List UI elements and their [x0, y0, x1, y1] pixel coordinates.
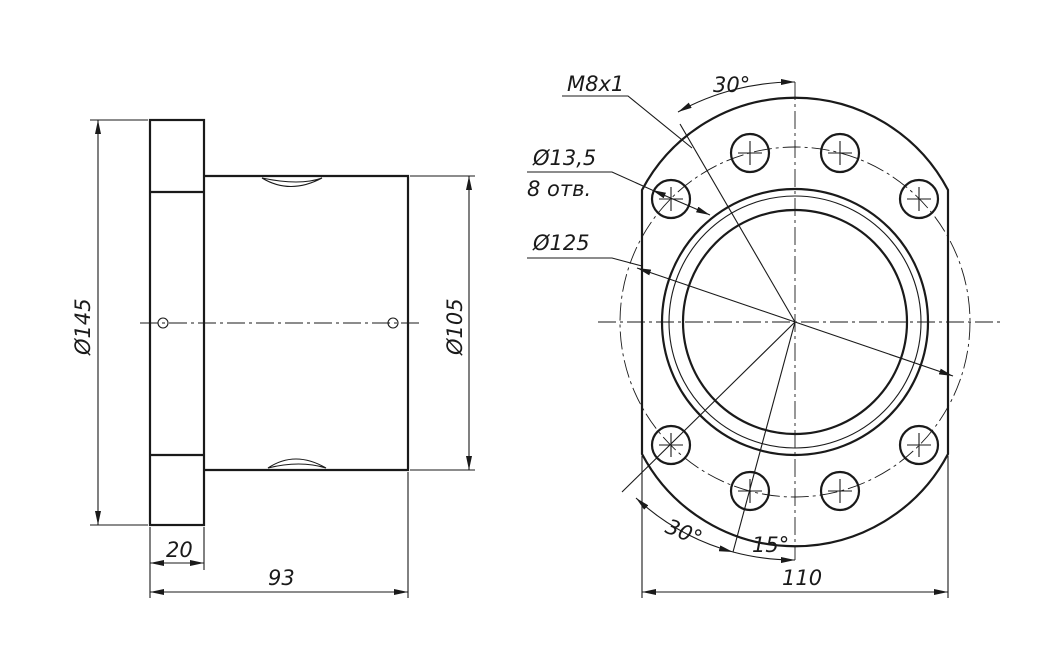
angle-arc-offset	[732, 551, 796, 564]
bolt-hole	[650, 424, 692, 466]
angle-arc-bottom	[635, 497, 734, 553]
angle-ref-line	[679, 123, 796, 323]
hole-leader	[527, 171, 653, 191]
dim-label-93: 93	[268, 566, 295, 590]
angle-label-offset: 15°	[752, 533, 789, 557]
angle-label-top: 30°	[713, 73, 750, 97]
angle-ref-line	[621, 321, 796, 493]
angle-label-bottom: 30°	[662, 514, 706, 550]
thread-leader	[562, 95, 693, 149]
angle-ref-line	[732, 321, 796, 553]
dim-label-20: 20	[166, 538, 193, 562]
dim-label-105: Ø105	[443, 298, 467, 356]
hole-diameter-label: Ø13,5	[532, 146, 596, 170]
front-view: 30° M8x1 Ø13,5 8 отв. Ø125 30° 15° 110	[527, 72, 1000, 598]
hole-dim-line	[651, 189, 711, 216]
hole-count-label: 8 отв.	[527, 177, 591, 201]
thread-label: M8x1	[567, 72, 624, 96]
return-channel-top	[261, 177, 323, 187]
bolt-hole	[729, 470, 771, 512]
bolt-hole	[729, 132, 771, 174]
bolt-holes	[650, 132, 940, 512]
dim-label-110: 110	[782, 566, 822, 590]
side-view: Ø145 Ø105 20 93	[71, 118, 475, 598]
bolt-hole	[898, 178, 940, 220]
bolt-hole	[898, 424, 940, 466]
bolt-hole	[819, 470, 861, 512]
bolt-hole	[819, 132, 861, 174]
bolt-circle-leader	[527, 257, 643, 267]
angle-arc-top	[677, 78, 796, 113]
return-channel-bottom	[267, 458, 327, 469]
bolt-circle-label: Ø125	[532, 231, 590, 255]
flange-outline	[148, 118, 206, 527]
dim-label-145: Ø145	[71, 298, 95, 356]
